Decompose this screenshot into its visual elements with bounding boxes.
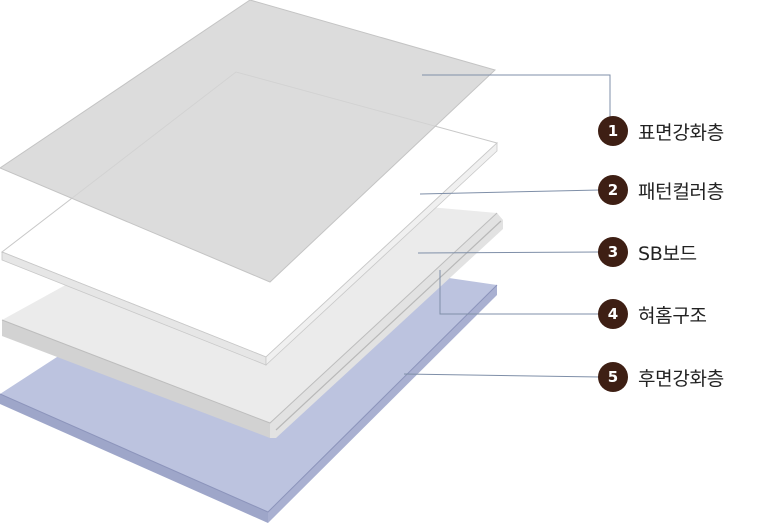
layer-name: 혀홈구조 xyxy=(638,304,707,327)
layer-number-badge: 4 xyxy=(598,299,628,329)
leader-line-3 xyxy=(417,251,601,254)
layer-label-2: 2 패턴컬러층 xyxy=(598,175,724,205)
layer-number-badge: 3 xyxy=(598,237,628,267)
layer-label-1: 1 표면강화층 xyxy=(598,116,724,146)
leader-lines xyxy=(403,74,611,378)
tongue-groove-line xyxy=(275,220,502,431)
layer-name: 후면강화층 xyxy=(638,367,724,390)
layer-name: 패턴컬러층 xyxy=(638,180,724,203)
surface-layer xyxy=(0,0,496,283)
leader-line-1 xyxy=(422,74,611,118)
pattern-layer-side xyxy=(265,142,498,366)
back-layer-front xyxy=(0,394,268,523)
leader-line-5 xyxy=(403,373,601,378)
layer-number-badge: 5 xyxy=(598,362,628,392)
layer-number-badge: 2 xyxy=(598,175,628,205)
leader-line-2 xyxy=(419,189,601,195)
layer-number-badge: 1 xyxy=(598,116,628,146)
layer-label-5: 5 후면강화층 xyxy=(598,362,724,392)
layer-label-3: 3 SB보드 xyxy=(598,237,697,267)
layer-label-4: 4 혀홈구조 xyxy=(598,299,707,329)
back-layer-edge xyxy=(0,284,498,513)
layer-name: 표면강화층 xyxy=(638,121,724,144)
leader-line-4 xyxy=(439,270,600,315)
back-layer-side xyxy=(268,285,497,523)
layer-name: SB보드 xyxy=(638,242,697,265)
board-layer-front xyxy=(2,320,270,438)
board-layer-edge xyxy=(1,212,498,424)
